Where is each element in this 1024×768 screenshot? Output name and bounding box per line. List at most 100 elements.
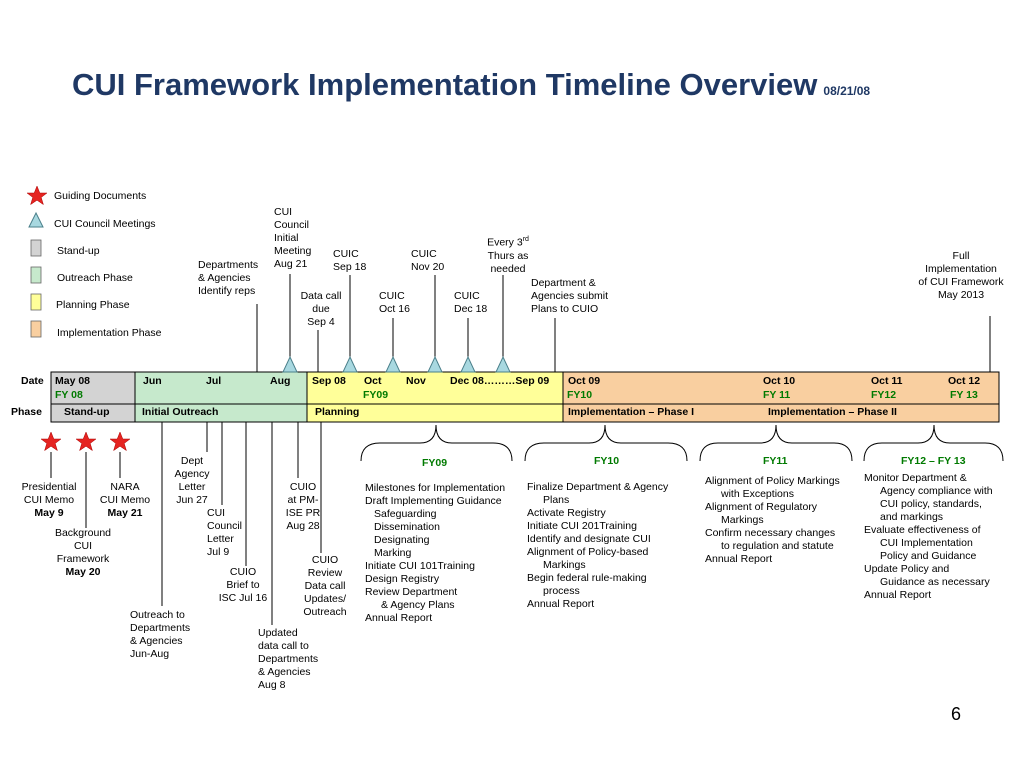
line: Dept bbox=[180, 455, 204, 467]
line: Data call bbox=[300, 290, 342, 302]
line: CUI bbox=[207, 507, 226, 519]
line: CUIC bbox=[454, 290, 480, 302]
legend-triangle-icon bbox=[28, 211, 44, 228]
list-item: Activate Registry bbox=[527, 507, 606, 519]
annotation-council-initial: CUI Council Initial Meeting Aug 21 bbox=[274, 206, 311, 271]
line: Dec 18 bbox=[454, 303, 488, 315]
list-item: Draft Implementing Guidance bbox=[365, 495, 502, 507]
fy12-13-list: Monitor Department & Agency compliance w… bbox=[864, 472, 993, 602]
annotation-dept-letter: Dept Agency Letter Jun 27 bbox=[170, 455, 214, 507]
fy-label: FY 11 bbox=[763, 389, 791, 401]
fy09-list: Milestones for Implementation Draft Impl… bbox=[365, 482, 505, 625]
line: Presidential bbox=[21, 481, 77, 493]
line: Oct 16 bbox=[379, 303, 410, 315]
list-item: & Agency Plans bbox=[381, 599, 455, 611]
line: & Agencies bbox=[198, 272, 251, 284]
list-item: Initiate CUI 101Training bbox=[365, 560, 475, 572]
annotation-updated-data-call: Updated data call to Departments & Agenc… bbox=[258, 627, 318, 692]
meeting-triangle-icon bbox=[385, 355, 401, 373]
list-item: Milestones for Implementation bbox=[365, 482, 506, 494]
line: CUIO bbox=[289, 481, 317, 493]
list-item: Annual Report bbox=[365, 612, 433, 624]
line: CUI Memo bbox=[23, 494, 75, 506]
list-item: Annual Report bbox=[864, 589, 932, 601]
brace-fy1213 bbox=[863, 424, 1004, 462]
list-item: Annual Report bbox=[705, 553, 773, 565]
meeting-triangle-icon bbox=[342, 355, 358, 373]
line: Jun-Aug bbox=[130, 648, 170, 660]
phase-implementation-1: Implementation – Phase I bbox=[568, 406, 695, 418]
line: Sep 18 bbox=[333, 261, 367, 273]
list-item: Annual Report bbox=[527, 598, 595, 610]
list-item: Agency compliance with bbox=[880, 485, 993, 497]
line: CUI bbox=[73, 540, 93, 552]
fy-label: FY 13 bbox=[950, 389, 978, 401]
line: Council bbox=[207, 520, 243, 532]
line: CUIO bbox=[311, 554, 339, 566]
fy09-header: FY09 bbox=[422, 457, 448, 469]
list-item: Evaluate effectiveness of bbox=[864, 524, 981, 536]
milestone-star-icon bbox=[109, 431, 131, 452]
line: Framework bbox=[56, 553, 110, 565]
annotation-cuio-review: CUIO Review Data call Updates/ Outreach bbox=[298, 554, 352, 619]
annotation-background-framework: Background CUI Framework May 20 bbox=[48, 527, 118, 579]
line: Aug 21 bbox=[274, 258, 308, 270]
list-item: Markings bbox=[543, 559, 586, 571]
annotation-cuio-pm: CUIO at PM- ISE PR Aug 28 bbox=[280, 481, 326, 533]
meeting-triangle-icon bbox=[282, 355, 298, 373]
annotation-dept-submit: Department & Agencies submit Plans to CU… bbox=[531, 277, 608, 316]
legend-council-meetings: CUI Council Meetings bbox=[54, 218, 156, 230]
line: Department & bbox=[531, 277, 596, 289]
line: CUIC bbox=[411, 248, 437, 260]
meeting-triangle-icon bbox=[460, 355, 476, 373]
brace-fy11 bbox=[699, 424, 853, 462]
list-item: Confirm necessary changes bbox=[705, 527, 836, 539]
annotation-cuic-nov20: CUIC Nov 20 bbox=[411, 248, 444, 274]
line: Letter bbox=[207, 533, 234, 545]
list-item: Alignment of Policy Markings bbox=[705, 475, 840, 487]
date-sep08: Sep 08 bbox=[312, 375, 346, 387]
line: CUIC bbox=[333, 248, 359, 260]
list-item: and markings bbox=[880, 511, 944, 523]
line: Initial bbox=[274, 232, 299, 244]
fy-label: FY10 bbox=[567, 389, 593, 401]
line: Jun 27 bbox=[176, 494, 208, 506]
line: ISC Jul 16 bbox=[218, 592, 268, 604]
list-item: Initiate CUI 201Training bbox=[527, 520, 637, 532]
phase-planning: Planning bbox=[315, 406, 360, 418]
list-item: Dissemination bbox=[374, 521, 440, 533]
meeting-triangle-icon bbox=[495, 355, 511, 373]
line: Aug 8 bbox=[258, 679, 286, 691]
bar-planning bbox=[306, 371, 564, 423]
list-item: Design Registry bbox=[365, 573, 440, 585]
line: needed bbox=[490, 262, 526, 275]
date-oct11: Oct 11 bbox=[871, 375, 903, 387]
list-item: CUI policy, standards, bbox=[880, 498, 982, 510]
annotation-nara-memo: NARA CUI Memo May 21 bbox=[92, 481, 158, 520]
meeting-triangle-icon bbox=[427, 355, 443, 373]
line: CUI bbox=[274, 206, 293, 218]
annotation-outreach-to: Outreach to Departments & Agencies Jun-A… bbox=[130, 609, 190, 661]
legend-implementation-swatch bbox=[30, 320, 42, 338]
superscript: rd bbox=[522, 236, 529, 243]
bar-implementation bbox=[562, 371, 1000, 423]
milestone-star-icon bbox=[75, 431, 97, 452]
line: Outreach bbox=[303, 606, 347, 618]
date-jul: Jul bbox=[206, 375, 222, 387]
line: Outreach to bbox=[130, 609, 185, 621]
list-item: Finalize Department & Agency bbox=[527, 481, 669, 493]
line: Jul 9 bbox=[207, 546, 230, 558]
annotation-dept-reps: Departments & Agencies Identify reps bbox=[198, 259, 258, 298]
fy-label: FY09 bbox=[363, 389, 389, 401]
bar-outreach bbox=[134, 371, 308, 423]
line: Council bbox=[274, 219, 310, 231]
line: CUI Memo bbox=[99, 494, 151, 506]
annotation-full-implementation: Full Implementation of CUI Framework May… bbox=[912, 250, 1010, 302]
line: Background bbox=[54, 527, 112, 539]
legend-guiding-documents: Guiding Documents bbox=[54, 190, 147, 202]
line: Departments bbox=[130, 622, 191, 634]
list-item: Identify and designate CUI bbox=[527, 533, 651, 545]
line: NARA bbox=[110, 481, 140, 493]
line: Updated bbox=[258, 627, 298, 639]
